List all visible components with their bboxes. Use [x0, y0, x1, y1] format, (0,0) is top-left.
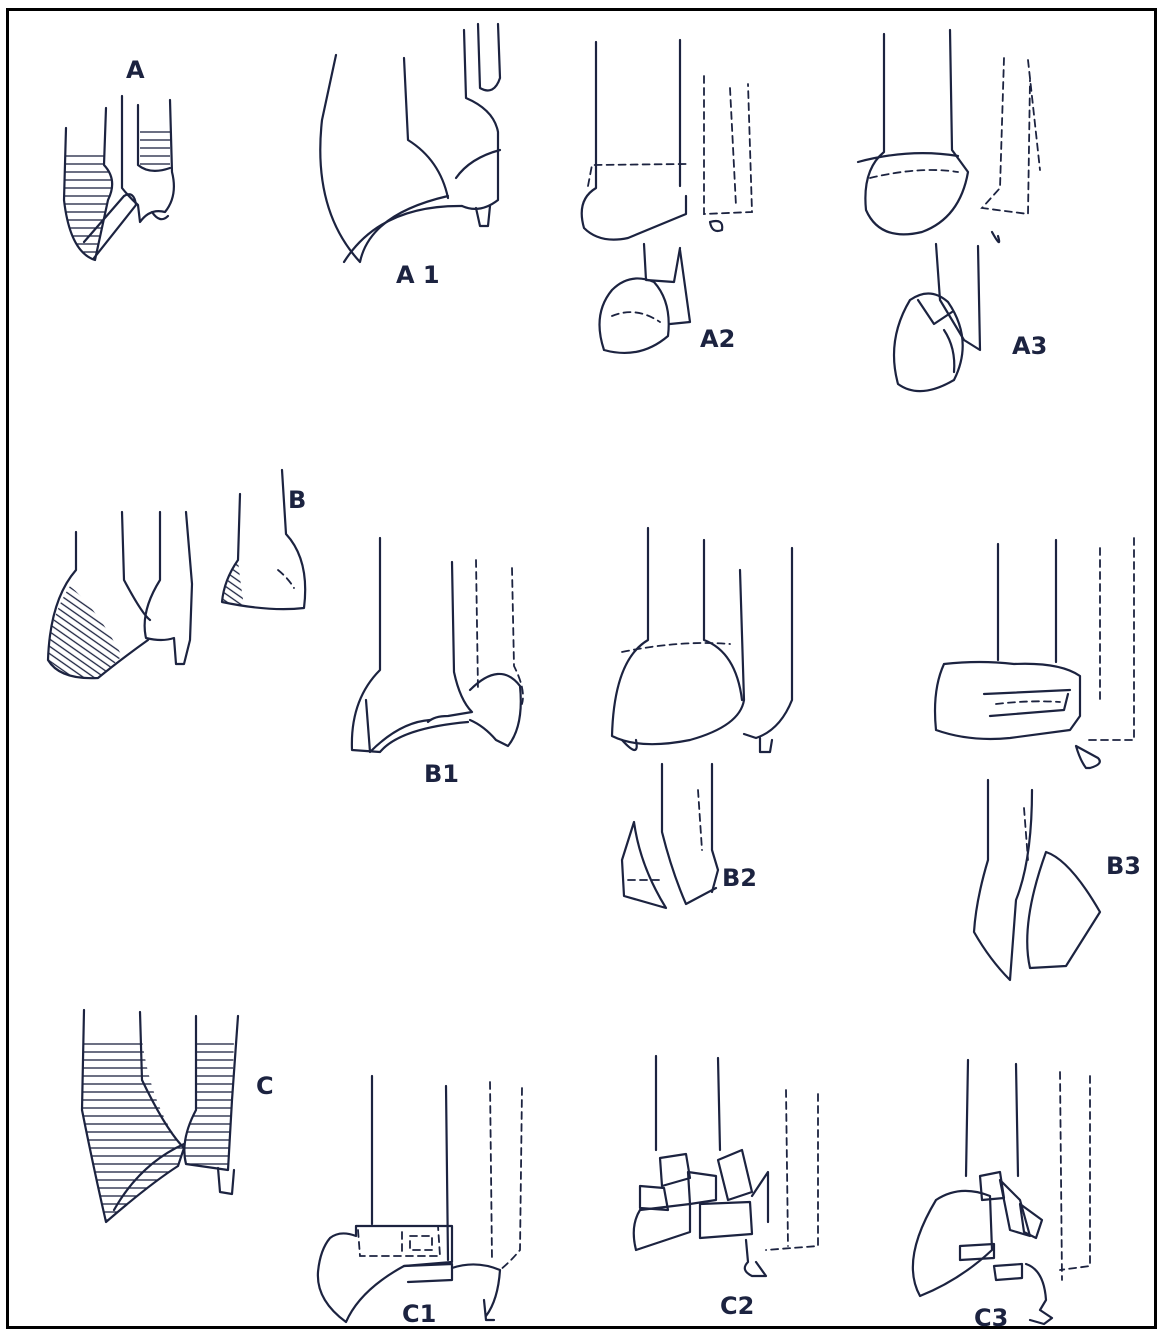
drawing-a2 [582, 40, 752, 353]
drawing-b2 [612, 528, 792, 908]
drawing-c2 [634, 1056, 818, 1276]
label-c: C [256, 1072, 274, 1100]
drawing-c [82, 1010, 238, 1222]
label-b1: B1 [424, 760, 459, 788]
drawing-c1 [318, 1076, 522, 1322]
label-c2: C2 [720, 1292, 754, 1320]
drawing-a [64, 96, 174, 260]
label-a1: A 1 [396, 261, 440, 289]
label-a2: A2 [700, 325, 735, 353]
label-a3: A3 [1012, 332, 1047, 360]
drawing-b [48, 470, 305, 678]
label-c3: C3 [974, 1304, 1008, 1332]
label-b2: B2 [722, 864, 757, 892]
drawing-c3 [913, 1060, 1090, 1324]
drawing-b3 [935, 538, 1134, 980]
drawing-a1 [320, 24, 500, 262]
label-a: A [126, 56, 145, 84]
drawing-b1 [352, 538, 523, 752]
label-c1: C1 [402, 1300, 436, 1328]
label-b: B [288, 486, 306, 514]
label-b3: B3 [1106, 852, 1141, 880]
